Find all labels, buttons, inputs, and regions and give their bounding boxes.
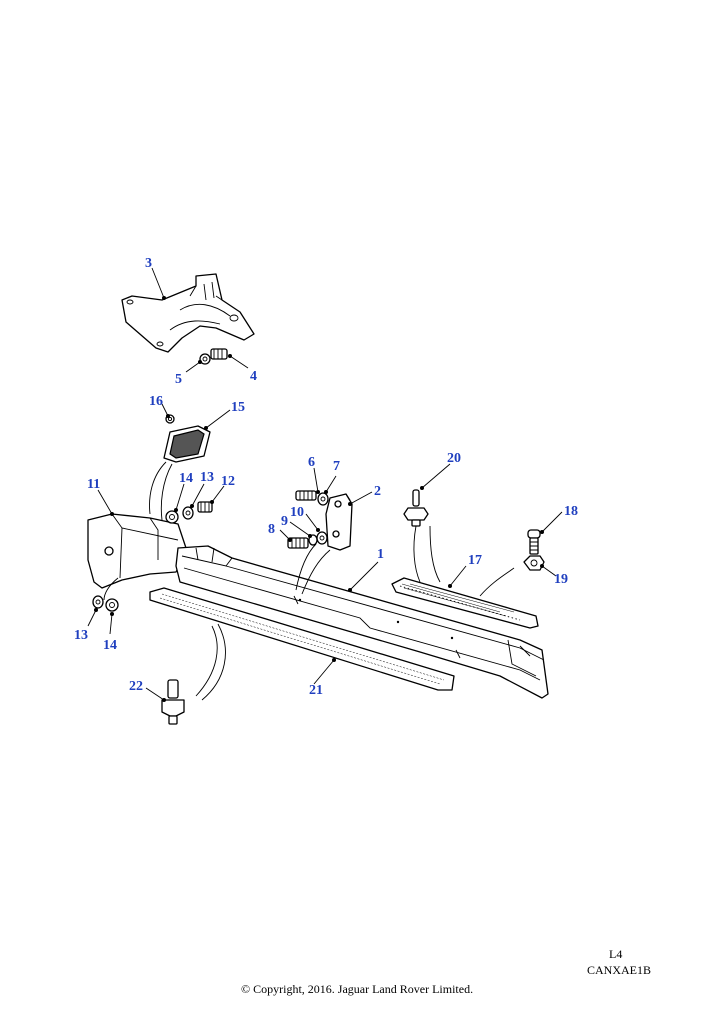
part-18-bolt bbox=[527, 529, 541, 555]
part-15-step-pad bbox=[163, 425, 211, 463]
callout-19: 19 bbox=[554, 572, 568, 587]
callout-21: 21 bbox=[309, 683, 323, 698]
part-14-nut-upper bbox=[165, 510, 179, 524]
part-3-bracket bbox=[121, 273, 255, 353]
callout-13-lower: 13 bbox=[74, 628, 88, 643]
callout-10: 10 bbox=[290, 505, 304, 520]
callout-15: 15 bbox=[231, 400, 245, 415]
copyright-notice: © Copyright, 2016. Jaguar Land Rover Lim… bbox=[241, 982, 474, 996]
callout-22: 22 bbox=[129, 679, 143, 694]
callout-1: 1 bbox=[377, 547, 384, 562]
part-21-side-step bbox=[149, 587, 455, 691]
callout-5: 5 bbox=[175, 372, 182, 387]
callout-14-lower: 14 bbox=[103, 638, 117, 653]
part-1-sill-beam bbox=[175, 545, 549, 699]
part-19-nut bbox=[523, 555, 545, 571]
callout-18: 18 bbox=[564, 504, 578, 519]
part-6-bolt bbox=[295, 490, 317, 501]
part-14-nut-lower bbox=[105, 598, 119, 612]
part-12-bolt bbox=[197, 501, 213, 513]
callout-2: 2 bbox=[374, 484, 381, 499]
part-4-5-bolt-washer bbox=[199, 348, 228, 365]
callout-12: 12 bbox=[221, 474, 235, 489]
callout-9: 9 bbox=[281, 514, 288, 529]
callout-17: 17 bbox=[468, 553, 482, 568]
part-8-bolt bbox=[287, 537, 309, 549]
callout-labels: 3 4 5 16 15 11 14 13 12 6 7 2 10 9 8 1 2… bbox=[74, 256, 578, 698]
step-plate-grip-pattern bbox=[399, 583, 521, 621]
callout-11: 11 bbox=[87, 477, 100, 492]
callout-14-upper: 14 bbox=[179, 471, 193, 486]
diagram-level-label: L4 bbox=[609, 947, 623, 961]
part-10-washer bbox=[316, 531, 328, 545]
part-13-washer-upper bbox=[182, 506, 194, 520]
part-7-washer bbox=[317, 492, 329, 506]
callout-3: 3 bbox=[145, 256, 152, 271]
part-13-washer-lower bbox=[92, 595, 104, 609]
callout-20: 20 bbox=[447, 451, 461, 466]
callout-7: 7 bbox=[333, 459, 340, 474]
part-20-clip bbox=[403, 489, 429, 527]
callout-4: 4 bbox=[250, 369, 257, 384]
callout-leaders bbox=[87, 267, 563, 702]
part-17-step-plate bbox=[391, 577, 539, 629]
part-11-end-cap bbox=[87, 513, 187, 589]
diagram-reference-code: CANXAE1B bbox=[587, 963, 652, 977]
callout-8: 8 bbox=[268, 522, 275, 537]
callout-16: 16 bbox=[149, 394, 163, 409]
callout-6: 6 bbox=[308, 455, 315, 470]
part-22-clip bbox=[161, 679, 185, 725]
callout-13-upper: 13 bbox=[200, 470, 214, 485]
part-2-bracket bbox=[325, 493, 353, 551]
